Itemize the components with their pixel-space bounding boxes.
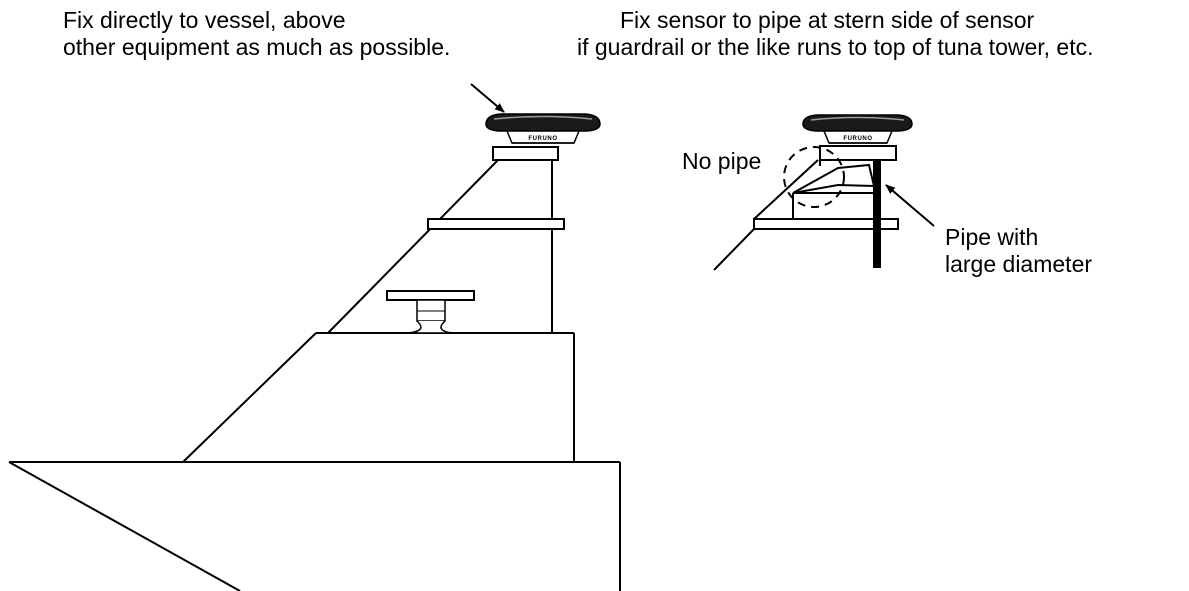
annotation-mount-pipe-line2: if guardrail or the like runs to top of … <box>577 34 1094 60</box>
no-pipe-highlight-circle <box>783 146 845 208</box>
large-diameter-pipe <box>873 160 881 268</box>
hull-outline <box>8 461 621 591</box>
gps-sensor-icon: FURUNO <box>485 113 601 144</box>
sensor-brand-text: FURUNO <box>528 136 557 142</box>
annotation-mount-pipe: Fix sensor to pipe at stern side of sens… <box>577 7 1094 61</box>
sensor-inset-brand-text: FURUNO <box>843 136 872 142</box>
arrow-to-pipe <box>885 184 935 227</box>
arrow-to-sensor <box>470 83 505 113</box>
annotation-pipe-large-line2: large diameter <box>945 251 1093 277</box>
annotation-pipe-large: Pipe with large diameter <box>945 224 1092 278</box>
annotation-mount-direct-line2: other equipment as much as possible. <box>63 34 451 60</box>
annotation-mount-direct: Fix directly to vessel, above other equi… <box>63 7 450 61</box>
annotation-mount-pipe-line1: Fix sensor to pipe at stern side of sens… <box>620 7 1035 33</box>
gps-sensor-inset-icon: FURUNO <box>802 114 913 144</box>
annotation-pipe-large-line1: Pipe with <box>945 224 1039 250</box>
cabin-outline <box>182 332 575 463</box>
annotation-mount-direct-line1: Fix directly to vessel, above <box>63 7 346 33</box>
inset-mount-detail <box>713 145 899 271</box>
tuna-tower <box>327 146 565 334</box>
radar-antenna-icon <box>386 290 475 334</box>
annotation-no-pipe: No pipe <box>682 148 762 174</box>
